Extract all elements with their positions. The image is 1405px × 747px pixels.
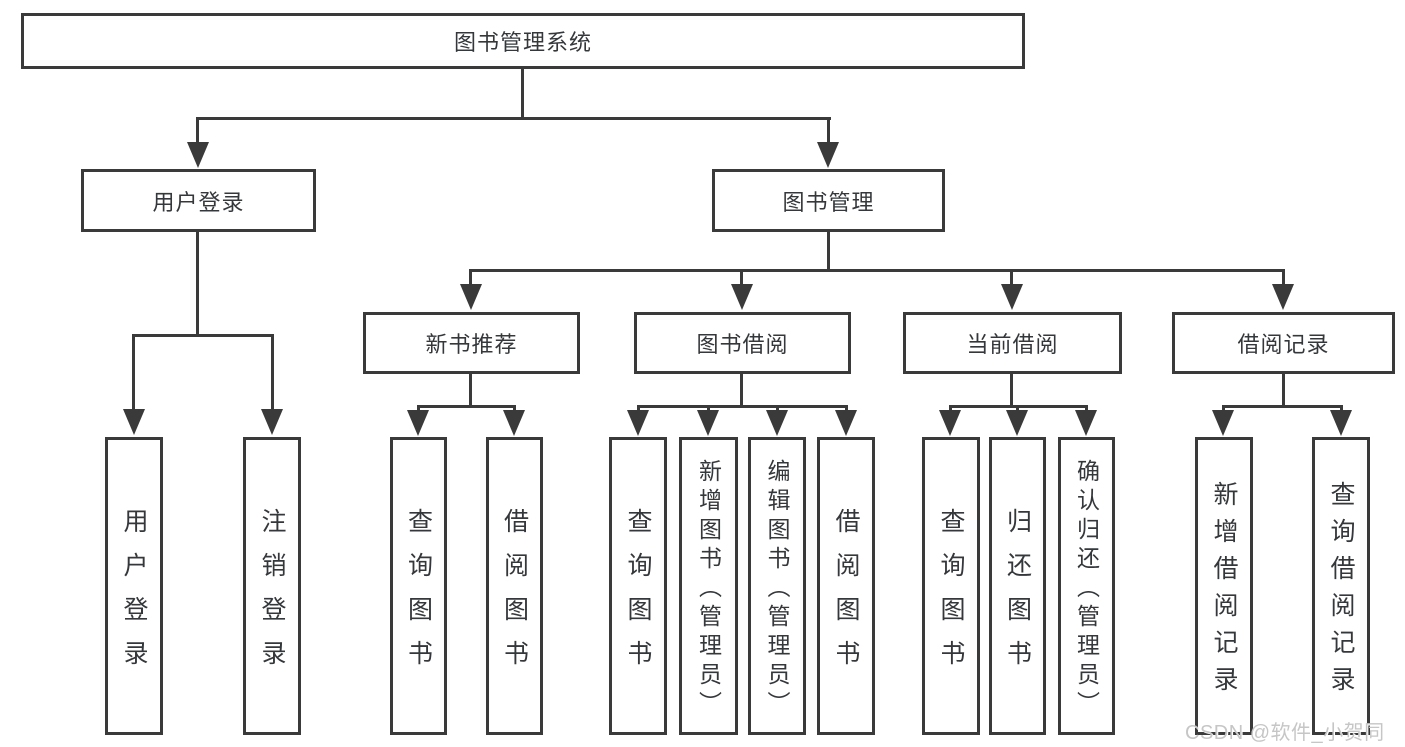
connector-book-borrow-stem bbox=[740, 374, 743, 408]
arrowhead-borrow-records bbox=[1272, 284, 1294, 310]
connector-current-borrow-stem bbox=[1010, 374, 1013, 408]
leaf-label: 注销登录 bbox=[258, 507, 286, 684]
node-book-management: 图书管理 bbox=[712, 169, 945, 232]
arrowhead-g3-4 bbox=[835, 410, 857, 436]
arrowhead-g3-2 bbox=[697, 410, 719, 436]
node-label: 图书管理系统 bbox=[453, 30, 592, 55]
leaf-query-books-borrowing: 查询图书 bbox=[609, 437, 667, 735]
arrowhead-g3-3 bbox=[766, 410, 788, 436]
leaf-return-books: 归还图书 bbox=[989, 437, 1046, 735]
node-label: 图书管理 bbox=[782, 189, 875, 215]
connector-borrow-records-rail bbox=[1222, 405, 1343, 408]
leaf-label: 确认归还（管理员） bbox=[1073, 458, 1100, 720]
arrowhead-g4-3 bbox=[1075, 410, 1097, 436]
connector-new-books-rail bbox=[417, 405, 516, 408]
leaf-borrow-books-recommend: 借阅图书 bbox=[486, 437, 543, 735]
arrowhead-login-leaf bbox=[123, 409, 145, 435]
connector-drop-login-leaf bbox=[132, 334, 135, 412]
connector-drop-current-borrow bbox=[1010, 269, 1013, 289]
connector-borrow-records-stem bbox=[1282, 374, 1285, 408]
arrowhead-g3-1 bbox=[627, 410, 649, 436]
arrowhead-g5-2 bbox=[1330, 410, 1352, 436]
connector-level3-rail bbox=[469, 269, 1285, 272]
arrowhead-user-login bbox=[187, 142, 209, 168]
leaf-label: 新增借阅记录 bbox=[1210, 481, 1238, 703]
arrowhead-current-borrow bbox=[1001, 284, 1023, 310]
connector-user-login-stem bbox=[196, 232, 199, 337]
leaf-user-login: 用户登录 bbox=[105, 437, 163, 735]
connector-root-stem bbox=[521, 69, 524, 119]
leaf-query-books-recommend: 查询图书 bbox=[390, 437, 447, 735]
leaf-label: 借阅图书 bbox=[832, 507, 860, 684]
connector-new-books-stem bbox=[469, 374, 472, 408]
leaf-label: 查询借阅记录 bbox=[1327, 481, 1355, 703]
arrowhead-logout-leaf bbox=[261, 409, 283, 435]
node-user-login: 用户登录 bbox=[81, 169, 316, 232]
leaf-label: 新增图书（管理员） bbox=[695, 458, 722, 720]
connector-drop-book-mgmt bbox=[827, 117, 830, 147]
leaf-label: 查询图书 bbox=[937, 507, 965, 684]
connector-book-mgmt-stem bbox=[827, 232, 830, 272]
arrowhead-g4-2 bbox=[1006, 410, 1028, 436]
node-current-borrowing: 当前借阅 bbox=[903, 312, 1122, 374]
arrowhead-new-books bbox=[460, 284, 482, 310]
arrowhead-g2-1 bbox=[407, 410, 429, 436]
leaf-borrow-books: 借阅图书 bbox=[817, 437, 875, 735]
connector-drop-borrow-records bbox=[1282, 269, 1285, 289]
arrowhead-g2-2 bbox=[503, 410, 525, 436]
node-label: 新书推荐 bbox=[425, 332, 518, 357]
leaf-label: 用户登录 bbox=[120, 507, 148, 684]
leaf-query-books-current: 查询图书 bbox=[922, 437, 980, 735]
leaf-label: 查询图书 bbox=[404, 507, 433, 684]
node-root-system: 图书管理系统 bbox=[21, 13, 1025, 69]
node-label: 用户登录 bbox=[152, 189, 245, 215]
leaf-logout: 注销登录 bbox=[243, 437, 301, 735]
node-label: 当前借阅 bbox=[966, 332, 1059, 357]
node-new-book-recommend: 新书推荐 bbox=[363, 312, 580, 374]
arrowhead-g4-1 bbox=[939, 410, 961, 436]
leaf-add-books-admin: 新增图书（管理员） bbox=[679, 437, 738, 735]
node-label: 图书借阅 bbox=[696, 332, 789, 357]
arrowhead-book-mgmt bbox=[817, 142, 839, 168]
connector-level2-rail bbox=[196, 117, 831, 120]
connector-book-borrow-rail bbox=[637, 405, 848, 408]
leaf-confirm-return-admin: 确认归还（管理员） bbox=[1058, 437, 1115, 735]
connector-drop-book-borrow bbox=[740, 269, 743, 289]
connector-user-login-rail bbox=[132, 334, 274, 337]
leaf-label: 查询图书 bbox=[624, 507, 652, 684]
leaf-label: 编辑图书（管理员） bbox=[764, 458, 790, 720]
leaf-query-borrow-record: 查询借阅记录 bbox=[1312, 437, 1370, 735]
leaf-add-borrow-record: 新增借阅记录 bbox=[1195, 437, 1253, 735]
node-borrowing-records: 借阅记录 bbox=[1172, 312, 1395, 374]
leaf-edit-books-admin: 编辑图书（管理员） bbox=[748, 437, 806, 735]
leaf-label: 归还图书 bbox=[1003, 507, 1032, 684]
node-book-borrowing: 图书借阅 bbox=[634, 312, 851, 374]
node-label: 借阅记录 bbox=[1237, 332, 1330, 357]
connector-drop-new-books bbox=[469, 269, 472, 289]
arrowhead-g5-1 bbox=[1212, 410, 1234, 436]
connector-drop-logout-leaf bbox=[271, 334, 274, 412]
leaf-label: 借阅图书 bbox=[500, 507, 529, 684]
arrowhead-book-borrow bbox=[731, 284, 753, 310]
connector-drop-user-login bbox=[196, 117, 199, 147]
csdn-watermark: CSDN @软件_小贺同学 bbox=[1185, 722, 1385, 744]
